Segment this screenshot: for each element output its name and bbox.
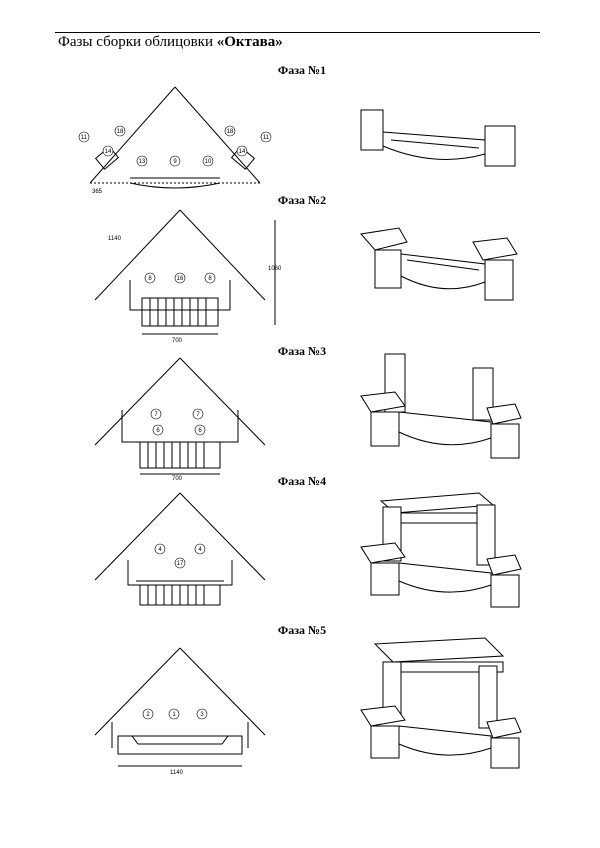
header-rule [55,32,540,33]
phase-1-plan-drawing: 11 18 14 13 9 10 14 18 11 365 [78,86,272,195]
phase-2-label: Фаза №2 [277,193,327,207]
dimension-label: 365 [92,189,103,195]
callout: 13 [139,159,146,165]
phase-5-plan-drawing: 2 1 3 1140 [94,647,266,776]
title-text: Фазы сборки облицовки [58,34,217,50]
callout: 14 [105,149,112,155]
callout: 11 [263,135,270,141]
callout: 4 [158,547,162,553]
callout: 8 [208,276,212,282]
dimension-label: 1140 [108,236,122,242]
phase-2-iso-drawing [360,227,518,301]
page-title: Фазы сборки облицовки «Октава» [58,34,283,51]
phase-1-iso-drawing [360,109,516,167]
phase-5-iso-drawing [360,637,522,769]
callout: 3 [200,712,204,718]
phase-5-label: Фаза №5 [277,623,327,637]
callout: 10 [205,159,212,165]
phase-4-label: Фаза №4 [277,474,327,488]
callout: 14 [239,149,246,155]
callout: 18 [117,129,124,135]
dimension-label: 700 [172,476,183,480]
callout: 6 [156,428,160,434]
callout: 1 [172,712,176,718]
phase-3-label: Фаза №3 [277,344,327,358]
callout: 7 [154,412,158,418]
dimension-label: 1140 [170,770,184,776]
callout: 9 [173,159,177,165]
callout: 18 [227,129,234,135]
callout: 6 [198,428,202,434]
phase-3-iso-drawing [360,353,522,459]
phase-4-plan-drawing: 4 17 4 [94,492,266,606]
phase-2-plan-drawing: 8 16 8 1140 1060 700 [94,209,282,344]
phase-3-plan-drawing: 7 6 7 6 700 [94,357,266,480]
phase-4-iso-drawing [360,492,522,608]
callout: 11 [81,135,88,141]
callout: 8 [148,276,152,282]
dimension-label: 700 [172,338,183,344]
callout: 2 [146,712,150,718]
callout: 17 [177,561,184,567]
title-product-name: «Октава» [216,34,283,50]
callout: 7 [196,412,200,418]
dimension-label: 1060 [268,266,282,272]
callout: 4 [198,547,202,553]
callout: 16 [177,276,184,282]
phase-1-label: Фаза №1 [277,63,327,77]
